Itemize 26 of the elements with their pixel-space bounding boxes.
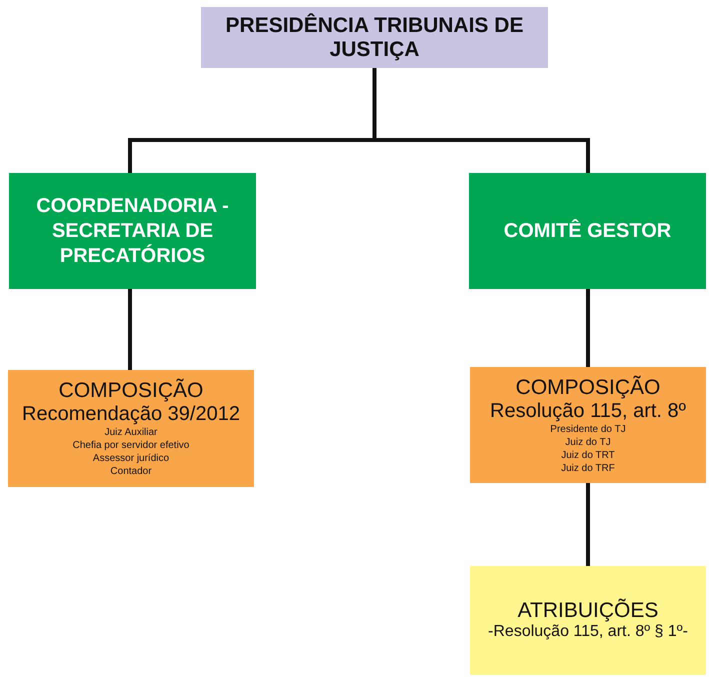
composition-box	[8, 370, 254, 487]
list-item: Juiz do TJ	[565, 436, 611, 448]
box-heading: PRESIDÊNCIA TRIBUNAIS DE JUSTIÇA	[224, 14, 524, 62]
box-heading: COMPOSIÇÃO	[58, 379, 204, 402]
box-heading: COORDENADORIA - SECRETARIA DE PRECATÓRIOS	[35, 194, 230, 268]
box-heading: ATRIBUIÇÕES	[518, 599, 658, 622]
duties-box	[470, 566, 706, 675]
department-box	[9, 173, 256, 289]
list-item: Presidente do TJ	[550, 422, 626, 436]
list-item: Chefia por servidor efetivo	[72, 439, 190, 452]
box-heading: COMITÊ GESTOR	[504, 218, 672, 244]
title-box	[201, 7, 548, 68]
box-subheading: Recomendação 39/2012	[22, 402, 240, 426]
list-item: Juiz Auxiliar	[104, 426, 158, 439]
box-heading: COMPOSIÇÃO	[516, 376, 660, 398]
list-item: Contador	[110, 465, 152, 478]
connector-line	[128, 289, 132, 370]
box-subheading: -Resolução 115, art. 8º § 1º-	[488, 622, 688, 642]
list-item: Juiz do TRT	[561, 448, 615, 462]
list-item: Assessor jurídico	[92, 452, 170, 465]
list-item: Juiz do TRF	[561, 462, 615, 474]
connector-line	[586, 289, 590, 367]
committee-box	[469, 173, 706, 289]
connector-line	[586, 483, 590, 566]
composition-box	[470, 367, 706, 483]
box-subheading: Resolução 115, art. 8º	[490, 398, 686, 422]
